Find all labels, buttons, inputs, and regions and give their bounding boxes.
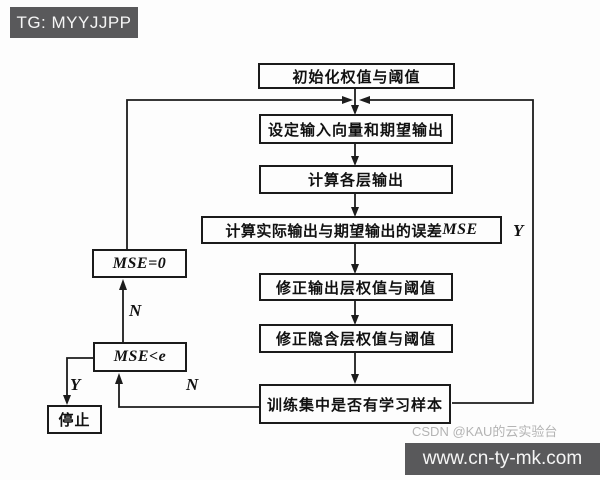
node-update-hidden-layer: 修正隐含层权值与阈值 (259, 324, 453, 353)
website-badge-text: www.cn-ty-mk.com (422, 448, 583, 469)
node-update-output-layer: 修正输出层权值与阈值 (259, 273, 453, 301)
node-label: 修正隐含层权值与阈值 (275, 332, 436, 348)
node-label: MSE<e (113, 348, 167, 365)
node-label: 初始化权值与阈值 (292, 69, 421, 86)
node-label: 停止 (58, 413, 91, 429)
node-stop: 停止 (47, 405, 102, 434)
node-label: 训练集中是否有学习样本 (266, 397, 443, 414)
edge-label-samples-no: N (186, 375, 199, 394)
edge-label-samples-yes: Y (513, 221, 524, 240)
edge-label-mse-check-no: N (129, 301, 142, 320)
node-label: MSE=0 (112, 254, 167, 272)
node-label: 设定输入向量和期望输出 (267, 122, 444, 139)
edge-label-mse-check-yes: Y (70, 375, 81, 394)
node-label: 计算实际输出与期望输出的误差 (225, 223, 443, 240)
csdn-watermark: CSDN @KAU的云实验台 (412, 424, 558, 439)
node-initialize-weights: 初始化权值与阈值 (258, 63, 455, 89)
node-set-input-vector: 设定输入向量和期望输出 (259, 114, 453, 144)
node-compute-layer-outputs: 计算各层输出 (259, 165, 453, 194)
mse-symbol: MSE (442, 221, 478, 238)
node-mse-threshold-check: MSE<e (93, 342, 187, 372)
node-label: 计算各层输出 (307, 173, 404, 189)
website-badge: www.cn-ty-mk.com (405, 443, 600, 475)
node-training-samples-check: 训练集中是否有学习样本 (259, 384, 451, 424)
node-label: 修正输出层权值与阈值 (275, 280, 436, 297)
telegram-badge: TG: MYYJJPP (10, 7, 138, 38)
telegram-badge-text: TG: MYYJJPP (16, 12, 132, 32)
node-mse-reset: MSE=0 (92, 249, 187, 278)
